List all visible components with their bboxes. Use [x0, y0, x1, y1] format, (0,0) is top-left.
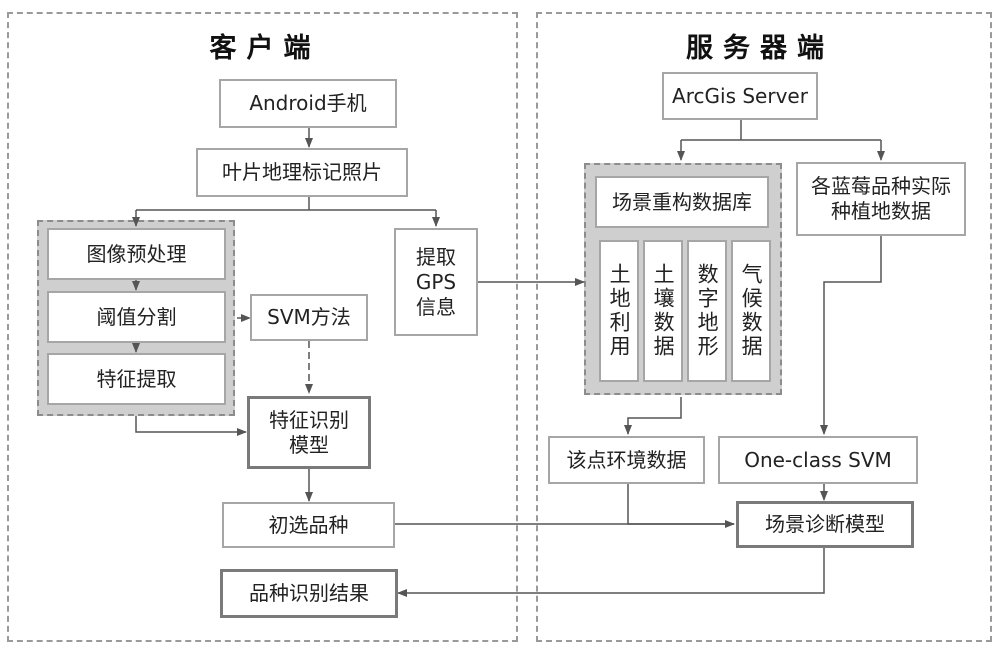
feature-model-box: 特征识别 模型	[247, 396, 371, 469]
android-phone-box: Android手机	[219, 79, 397, 128]
preprocess-box: 图像预处理	[47, 228, 226, 280]
terrain-box: 数字地形	[687, 240, 727, 382]
gps-extract-box: 提取 GPS 信息	[394, 228, 478, 336]
climate-box: 气候数据	[731, 240, 771, 382]
svm-method-box: SVM方法	[250, 294, 368, 341]
leaf-photo-box: 叶片地理标记照片	[196, 148, 408, 197]
soil-data-box: 土壤数据	[643, 240, 683, 382]
primary-variety-box: 初选品种	[222, 502, 395, 548]
planting-data-box: 各蓝莓品种实际 种植地数据	[796, 162, 966, 236]
server-panel	[536, 12, 992, 642]
variety-result-box: 品种识别结果	[220, 569, 398, 618]
land-use-box: 土地利用	[599, 240, 639, 382]
threshold-box: 阈值分割	[47, 291, 226, 343]
feature-extract-box: 特征提取	[47, 353, 226, 405]
server-title: 服务器端	[686, 33, 834, 64]
env-data-box: 该点环境数据	[548, 436, 705, 484]
client-title: 客户端	[209, 33, 321, 64]
client-panel	[7, 12, 518, 642]
scene-model-box: 场景诊断模型	[736, 501, 914, 548]
scene-db-box: 场景重构数据库	[595, 176, 769, 228]
arcgis-server-box: ArcGis Server	[662, 72, 818, 120]
one-class-svm-box: One-class SVM	[718, 436, 918, 484]
